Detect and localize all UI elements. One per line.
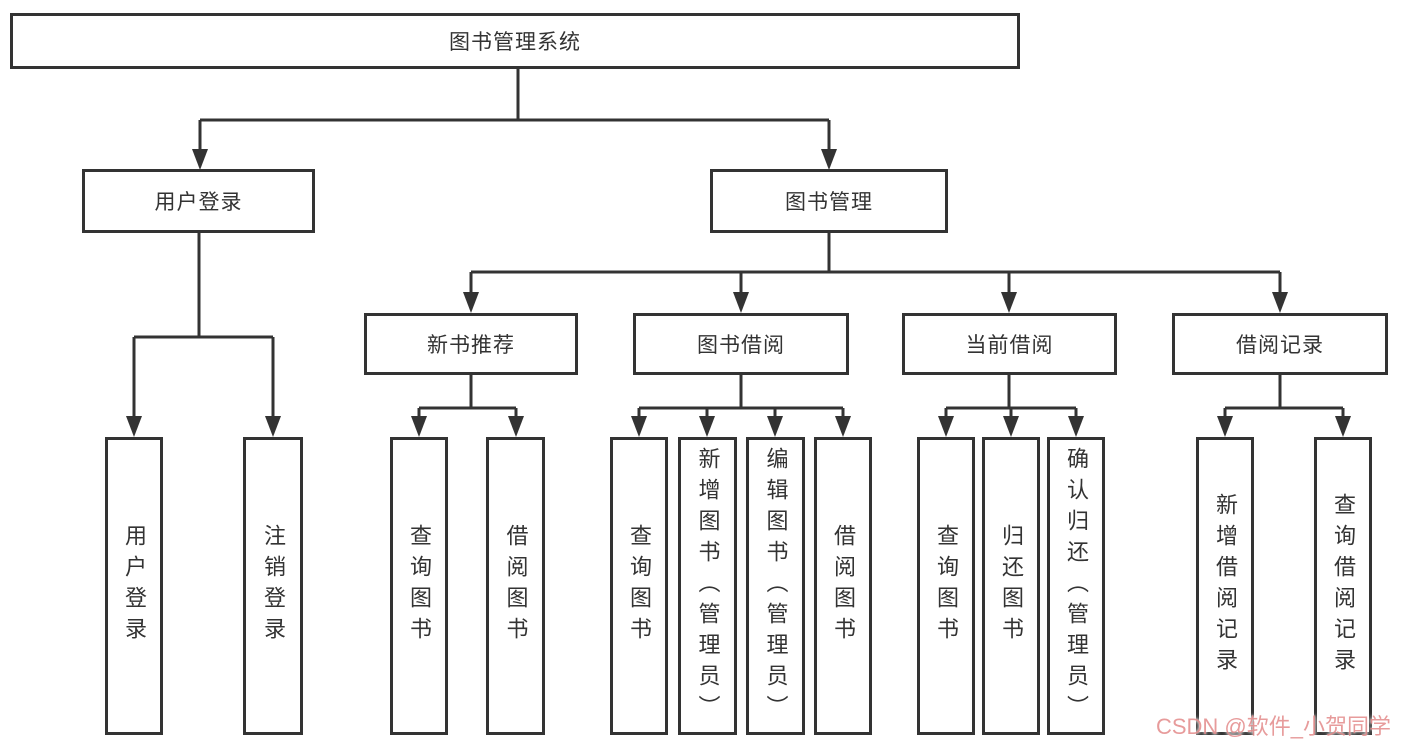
watermark: CSDN @软件_小贺同学 <box>1155 714 1391 739</box>
leaf-logout-label: 注销登录 <box>261 524 286 648</box>
leaf-current-return-label: 归还图书 <box>999 524 1024 648</box>
leaf-current-query: 查询图书 <box>917 437 975 735</box>
leaf-borrow-edit-label: 编辑图书（管理员） <box>763 446 789 726</box>
leaf-newbook-query: 查询图书 <box>390 437 448 735</box>
leaf-record-add-label: 新增借阅记录 <box>1213 493 1238 679</box>
leaf-record-add: 新增借阅记录 <box>1196 437 1254 735</box>
node-book-management: 图书管理 <box>710 169 948 233</box>
arrowheads <box>126 149 1351 437</box>
node-new-book-recommend: 新书推荐 <box>364 313 578 375</box>
leaf-borrow-borrow: 借阅图书 <box>814 437 872 735</box>
leaf-current-return: 归还图书 <box>982 437 1040 735</box>
leaf-current-confirm: 确认归还（管理员） <box>1047 437 1105 735</box>
leaf-current-confirm-label: 确认归还（管理员） <box>1064 446 1089 726</box>
node-book-borrow: 图书借阅 <box>633 313 849 375</box>
node-current-borrow: 当前借阅 <box>902 313 1117 375</box>
leaf-borrow-query-label: 查询图书 <box>627 524 652 648</box>
leaf-borrow-add-label: 新增图书（管理员） <box>695 446 721 726</box>
leaf-borrow-query: 查询图书 <box>610 437 668 735</box>
leaf-record-query: 查询借阅记录 <box>1314 437 1372 735</box>
leaf-user-login-label: 用户登录 <box>122 524 147 648</box>
leaf-borrow-edit: 编辑图书（管理员） <box>746 437 805 735</box>
leaf-newbook-borrow: 借阅图书 <box>486 437 545 735</box>
leaf-user-login: 用户登录 <box>105 437 163 735</box>
leaf-record-query-label: 查询借阅记录 <box>1331 493 1356 679</box>
leaf-current-query-label: 查询图书 <box>934 524 959 648</box>
leaf-newbook-borrow-label: 借阅图书 <box>503 524 529 648</box>
leaf-borrow-add: 新增图书（管理员） <box>678 437 737 735</box>
node-borrow-record: 借阅记录 <box>1172 313 1388 375</box>
node-user-login: 用户登录 <box>82 169 315 233</box>
leaf-newbook-query-label: 查询图书 <box>407 524 432 648</box>
leaf-logout: 注销登录 <box>243 437 303 735</box>
leaf-borrow-borrow-label: 借阅图书 <box>831 524 856 648</box>
node-root: 图书管理系统 <box>10 13 1020 69</box>
